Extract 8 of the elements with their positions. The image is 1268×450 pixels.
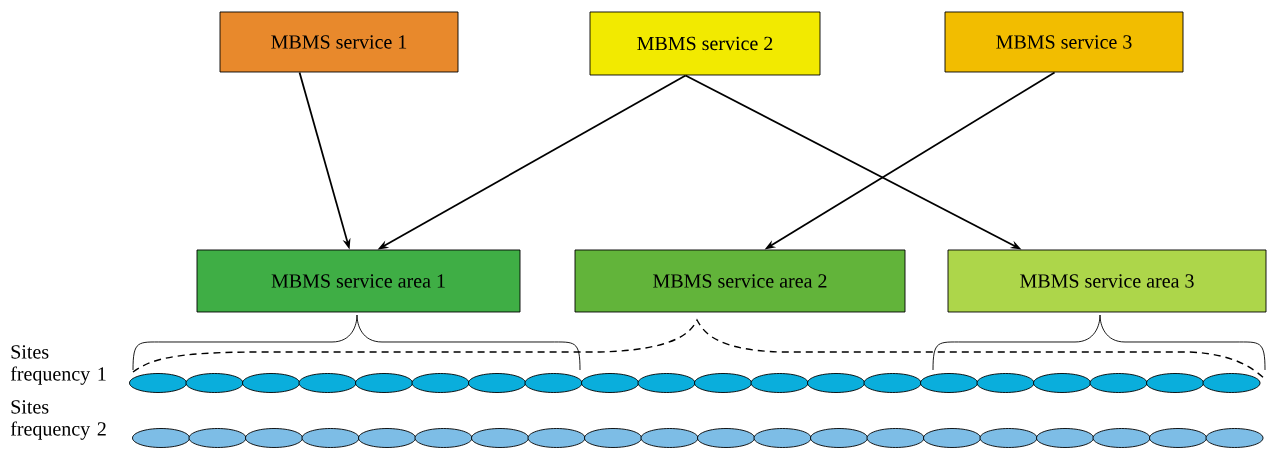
service-box: MBMS service 2 bbox=[589, 11, 821, 76]
service-area-box: MBMS service area 1 bbox=[196, 249, 521, 313]
service-box: MBMS service 3 bbox=[944, 11, 1184, 73]
row-label: Sites frequency 1 bbox=[10, 345, 106, 385]
service-area-box: MBMS service area 3 bbox=[947, 249, 1267, 313]
service-box: MBMS service 1 bbox=[219, 11, 459, 73]
service-area-box: MBMS service area 2 bbox=[574, 249, 906, 313]
row-label: Sites frequency 2 bbox=[10, 400, 106, 440]
